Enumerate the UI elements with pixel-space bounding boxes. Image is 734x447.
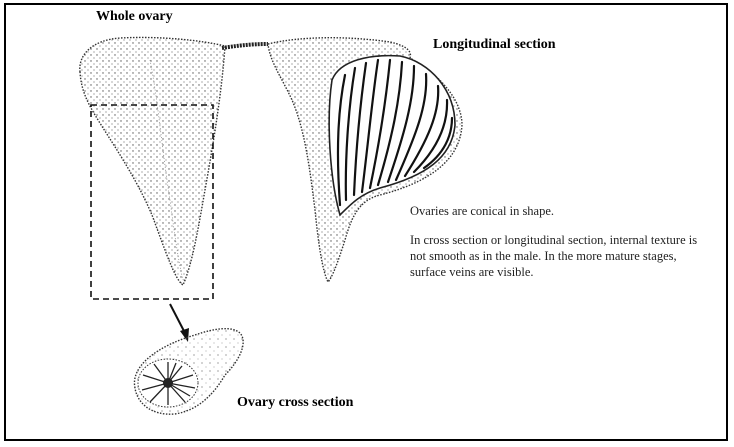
cross-section-drawing xyxy=(134,329,243,415)
connecting-stalk xyxy=(222,44,268,48)
texture-description: In cross section or longitudinal section… xyxy=(410,232,710,280)
description-text: Ovaries are conical in shape. In cross s… xyxy=(410,203,710,293)
whole-ovary-drawing xyxy=(80,37,225,285)
cross-section-label: Ovary cross section xyxy=(237,395,353,411)
whole-ovary-label: Whole ovary xyxy=(96,9,173,25)
shape-description: Ovaries are conical in shape. xyxy=(410,203,710,219)
longitudinal-section-label: Longitudinal section xyxy=(433,37,556,53)
arrow-icon xyxy=(170,304,189,342)
